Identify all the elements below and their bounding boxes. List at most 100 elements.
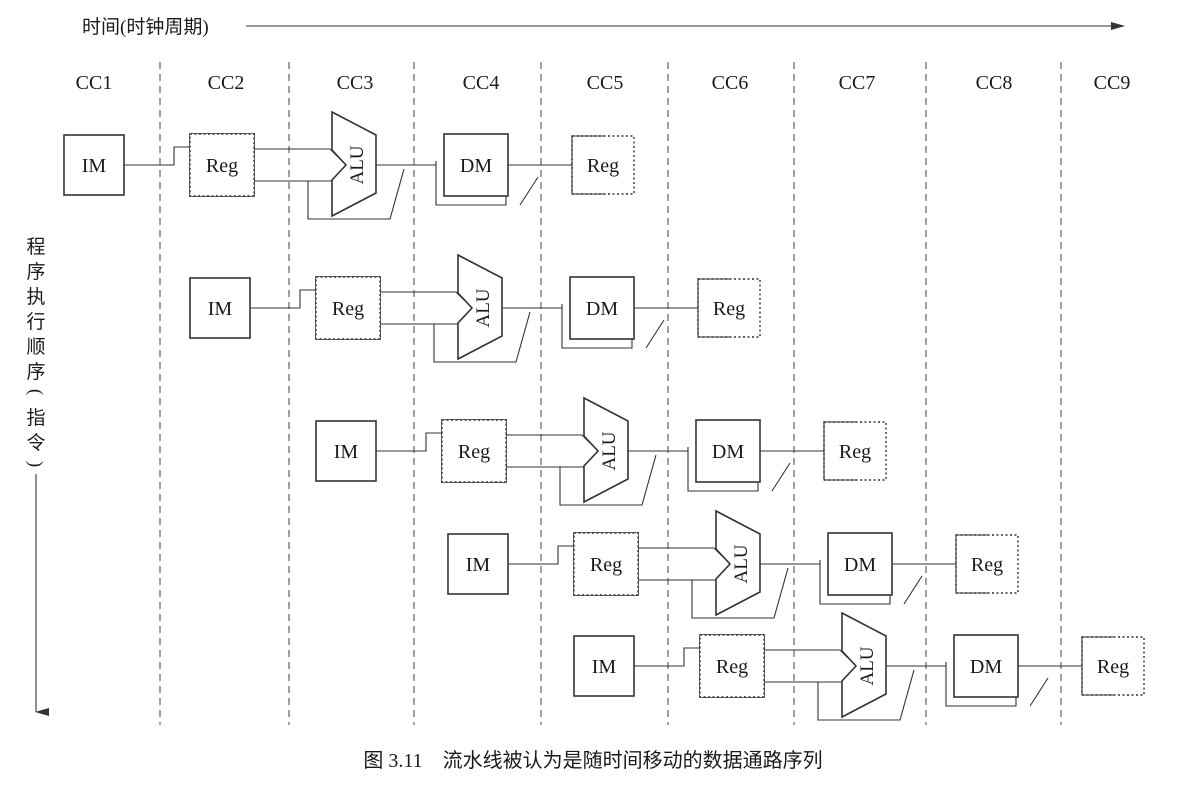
reg-write-box [955, 534, 1019, 594]
dm-label: DM [970, 656, 1002, 678]
reg-alu-wire-a [638, 547, 723, 557]
reg-read-dotted-outline [573, 532, 639, 596]
time-axis-label: 时间(时钟周期) [82, 16, 209, 38]
alu-bypass-wire [307, 168, 405, 220]
dm-shadow [945, 662, 1017, 707]
cycle-label: CC7 [839, 72, 876, 94]
reg-write-box [571, 135, 635, 195]
execution-order-label: 程 序 执 行 顺 序 ( 指 令 ) [25, 236, 49, 716]
alu-label: ALU [473, 288, 494, 327]
cycle-label: CC1 [76, 72, 113, 94]
order-char: 执 [26, 286, 45, 308]
cycle-labels: CC1 CC2 CC3 CC4 CC5 CC6 CC7 CC8 CC9 [76, 72, 1131, 94]
cycle-dividers [159, 62, 1062, 725]
cycle-label: CC5 [587, 72, 624, 94]
figure-caption: 图 3.11 流水线被认为是随时间移动的数据通路序列 [363, 750, 823, 772]
alu-bypass-wire [817, 669, 915, 721]
reg-write-box [823, 421, 887, 481]
reg-write-solid-edge [955, 534, 988, 594]
cycle-label: CC3 [337, 72, 374, 94]
dm-shadow [819, 560, 891, 605]
im-reg-wire [124, 146, 190, 166]
alu-bypass-wire [691, 567, 789, 619]
reg-read-label: Reg [590, 554, 622, 576]
im-box [573, 635, 635, 697]
im-box [63, 134, 125, 196]
dm-box [695, 419, 761, 483]
im-label: IM [208, 298, 233, 320]
alu-label: ALU [731, 544, 752, 583]
im-label: IM [82, 155, 107, 177]
reg-alu-wire-a [764, 649, 849, 659]
im-label: IM [592, 656, 617, 678]
dm-bypass-wire [519, 176, 539, 206]
dm-bypass-wire [645, 319, 665, 349]
order-char: 序 [26, 261, 45, 283]
reg-write-label: Reg [839, 441, 871, 463]
reg-write-solid-edge [571, 135, 604, 195]
dm-bypass-wire [771, 462, 791, 492]
order-char: 顺 [26, 337, 45, 358]
cycle-label: CC4 [463, 72, 500, 94]
im-reg-wire [376, 432, 442, 452]
reg-read-label: Reg [332, 298, 364, 320]
alu-bypass-wire [433, 311, 531, 363]
alu-label: ALU [599, 431, 620, 470]
reg-read-label: Reg [716, 656, 748, 678]
cycle-label: CC2 [208, 72, 245, 94]
im-reg-wire [250, 289, 316, 309]
reg-write-solid-edge [697, 278, 730, 338]
im-label: IM [466, 554, 491, 576]
dm-label: DM [844, 554, 876, 576]
instruction-row: IM Reg ALU DM Reg [447, 509, 1019, 619]
reg-alu-wire-a [506, 434, 591, 444]
reg-read-dotted-outline [441, 419, 507, 483]
alu-shape [457, 253, 503, 361]
reg-read-dotted-outline [699, 634, 765, 698]
order-char: 指 [26, 407, 45, 429]
alu-label: ALU [347, 145, 368, 184]
reg-alu-wire-a [380, 291, 465, 301]
alu-shape [331, 110, 377, 218]
order-char: 程 [26, 236, 45, 258]
reg-write-solid-edge [1081, 636, 1114, 696]
reg-alu-wire-a [254, 148, 339, 158]
dm-shadow [687, 447, 759, 492]
im-label: IM [334, 441, 359, 463]
order-char: ( [25, 389, 46, 395]
cycle-label: CC9 [1094, 72, 1131, 94]
dm-box [443, 133, 509, 197]
order-char: 行 [26, 311, 45, 333]
alu-shape [715, 509, 761, 617]
dm-box [569, 276, 635, 340]
dm-box [953, 634, 1019, 698]
order-char: ) [25, 461, 46, 467]
reg-read-label: Reg [458, 441, 490, 463]
dm-label: DM [586, 298, 618, 320]
reg-write-box [1081, 636, 1145, 696]
cycle-label: CC6 [712, 72, 749, 94]
order-char: 序 [26, 361, 45, 383]
cycle-label: CC8 [976, 72, 1013, 94]
alu-shape [583, 396, 629, 504]
dm-shadow [561, 304, 633, 349]
reg-write-box [697, 278, 761, 338]
reg-write-label: Reg [1097, 656, 1129, 678]
reg-read-label: Reg [206, 155, 238, 177]
im-reg-wire [508, 545, 574, 565]
reg-read-dotted-outline [315, 276, 381, 340]
dm-label: DM [460, 155, 492, 177]
dm-bypass-wire [903, 575, 923, 605]
reg-read-dotted-outline [189, 133, 255, 197]
reg-write-label: Reg [971, 554, 1003, 576]
reg-write-solid-edge [823, 421, 856, 481]
dm-box [827, 532, 893, 596]
dm-shadow [435, 161, 507, 206]
im-reg-wire [634, 647, 700, 667]
dm-bypass-wire [1029, 677, 1049, 707]
